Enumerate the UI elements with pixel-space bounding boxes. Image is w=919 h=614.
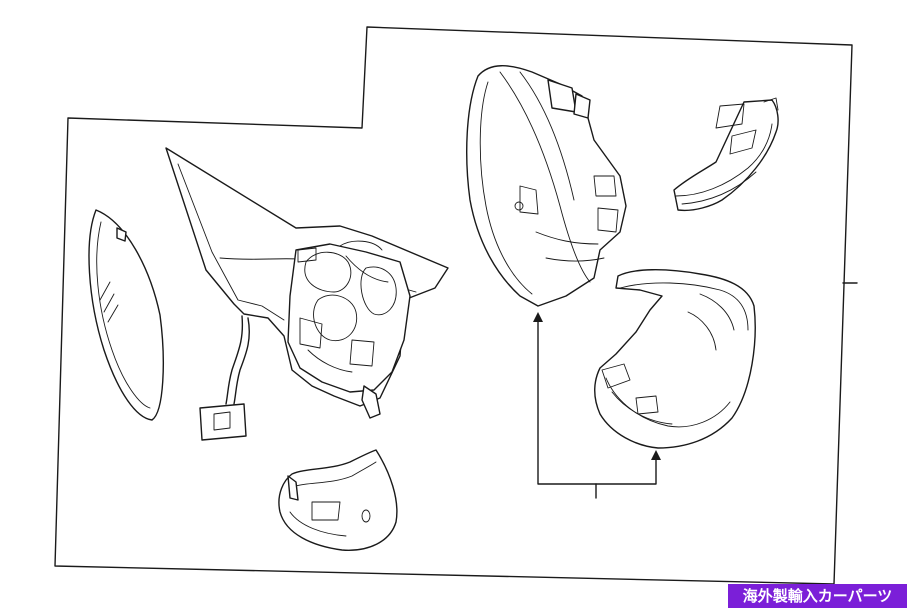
mirror-housing-base (165, 147, 449, 441)
mirror-shell-housing (466, 65, 627, 307)
watermark-label: 海外製輸入カーパーツ (728, 584, 907, 608)
diagram-panel-outline (54, 26, 853, 585)
skull-cap-cover (594, 269, 756, 449)
arrow-up-left (533, 312, 543, 322)
arrow-up-right (651, 450, 661, 460)
turn-signal-lamp (673, 97, 779, 212)
mirror-glass (88, 209, 164, 421)
callout-bracket (533, 312, 661, 499)
lower-cover (278, 449, 398, 551)
